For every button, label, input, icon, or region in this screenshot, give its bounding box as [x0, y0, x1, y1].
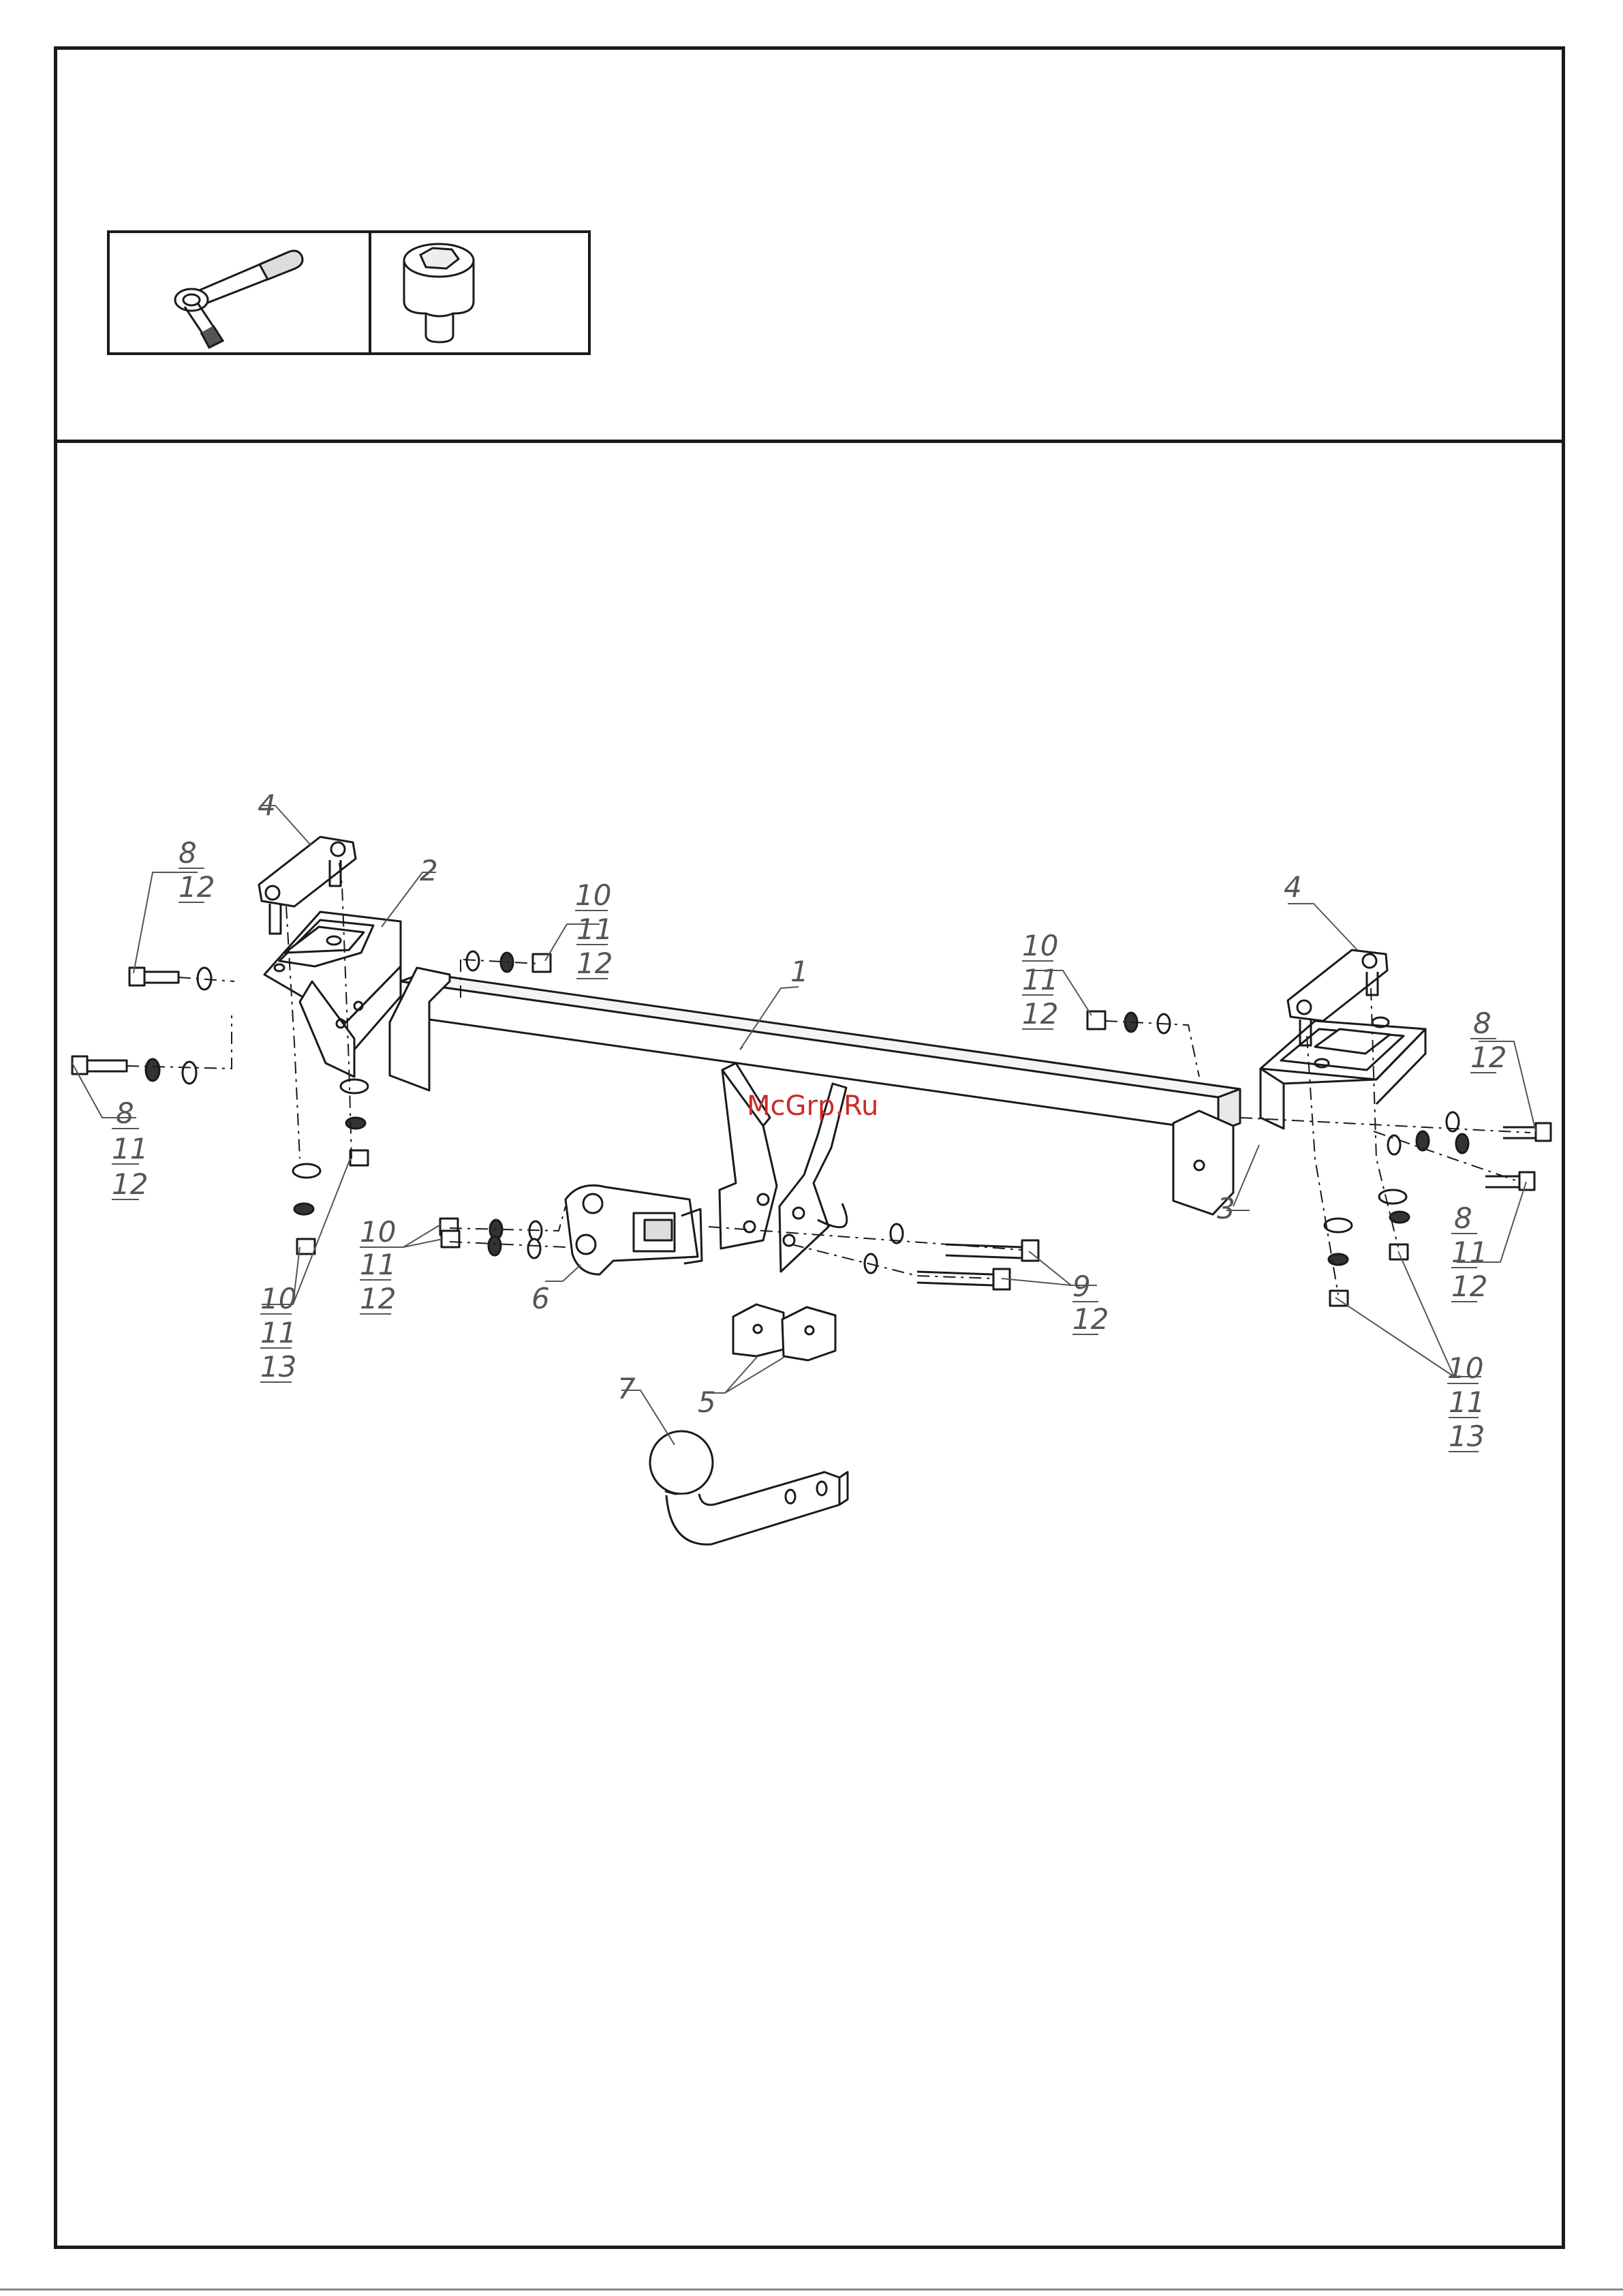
tow-ball-part-7 [650, 1431, 848, 1544]
callout-4-right: 4 [1284, 870, 1302, 904]
callout-6: 6 [531, 1282, 550, 1315]
bracket-part-2 [264, 912, 401, 1077]
callout-8-right-lower: 8 [1454, 1201, 1472, 1235]
callout-10-low-right: 10 [1447, 1351, 1483, 1385]
spacer-blocks-part-5 [733, 1304, 835, 1360]
socket-plate-part-6 [566, 1185, 702, 1274]
callout-12-left-lower: 12 [112, 1167, 148, 1201]
callout-12-left: 12 [179, 870, 215, 904]
callout-9: 9 [1072, 1270, 1091, 1303]
bolt-part-9-upper [946, 1240, 1038, 1261]
callout-11-left-lower: 11 [112, 1132, 148, 1165]
bottom-rule [0, 2289, 1623, 2291]
callout-10-low-left: 10 [260, 1282, 296, 1315]
callout-4-left: 4 [258, 789, 276, 822]
callout-1: 1 [790, 955, 809, 988]
callout-11-mid-left: 11 [360, 1248, 396, 1281]
callout-3: 3 [1217, 1192, 1235, 1225]
callout-2: 2 [420, 854, 438, 887]
bolt-part-9-lower [917, 1269, 1010, 1289]
watermark: McGrp.Ru [747, 1090, 878, 1122]
callout-12-right-lower: 12 [1451, 1270, 1487, 1303]
callout-13-low-right: 13 [1449, 1420, 1485, 1453]
callout-8-left-lower: 8 [116, 1097, 134, 1130]
callout-10-top-left: 10 [575, 878, 611, 912]
callout-12-bolt: 12 [1072, 1302, 1109, 1336]
callout-10-mid-left: 10 [360, 1215, 396, 1249]
callout-12-mid-left: 12 [360, 1282, 396, 1315]
callout-11-right-lower: 11 [1451, 1236, 1487, 1269]
callout-11-top-left: 11 [576, 913, 613, 946]
callout-8-right: 8 [1473, 1007, 1491, 1040]
callout-11-top-right: 11 [1022, 963, 1058, 996]
callout-11-low-left: 11 [260, 1316, 296, 1349]
callout-12-right: 12 [1470, 1041, 1506, 1074]
crossbar-left-plate [390, 968, 450, 1090]
bolt-part-8-left-lower [72, 1056, 127, 1074]
callout-12-top-left: 12 [576, 947, 613, 980]
bracket-part-3 [1261, 1017, 1425, 1129]
callout-11-low-right: 11 [1449, 1386, 1485, 1419]
bolt-part-8-right-lower [1485, 1172, 1534, 1190]
callout-12-top-right: 12 [1022, 997, 1058, 1030]
callout-5: 5 [698, 1386, 716, 1419]
callout-8-left: 8 [179, 836, 197, 870]
callout-7: 7 [617, 1372, 636, 1405]
callout-13-low-left: 13 [260, 1350, 296, 1383]
callout-10-top-right: 10 [1022, 929, 1058, 962]
bolt-part-8-left-upper [129, 968, 179, 985]
